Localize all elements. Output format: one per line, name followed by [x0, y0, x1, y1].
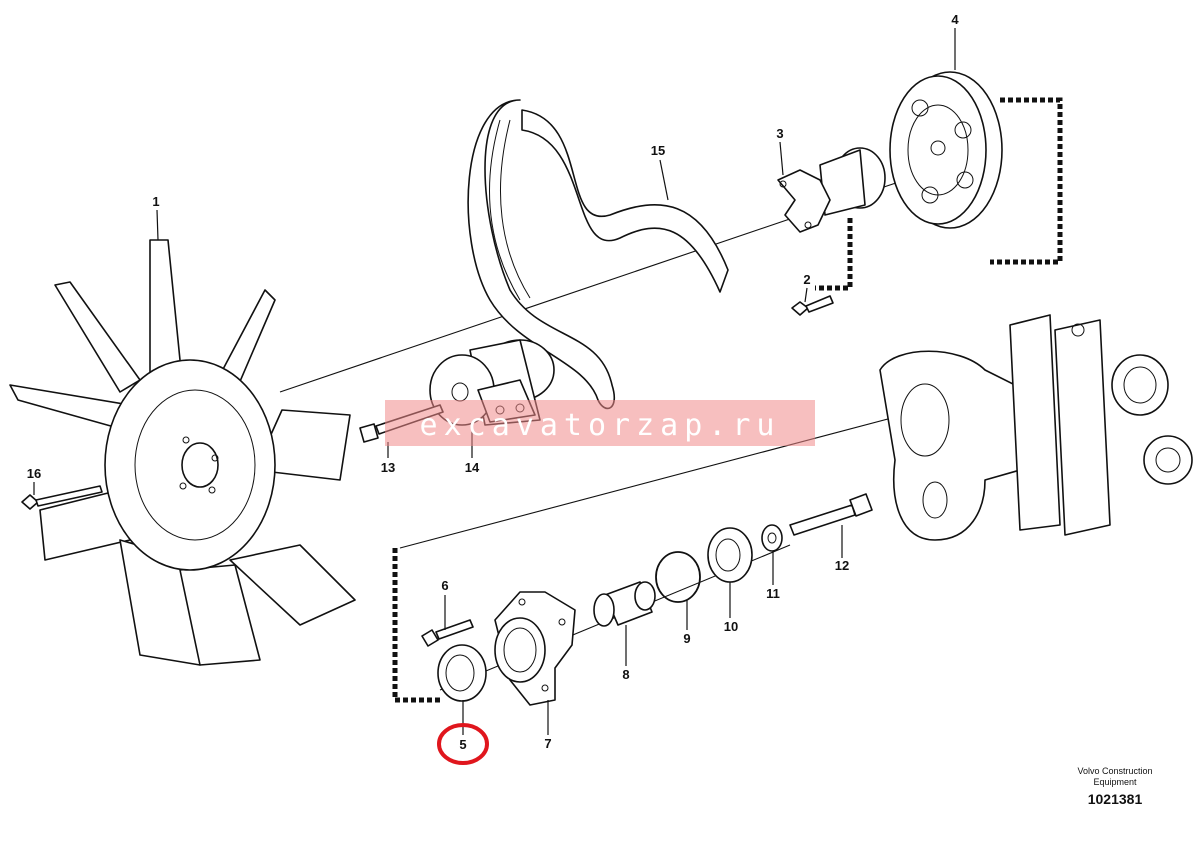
document-info: Volvo Construction Equipment 1021381 — [1077, 766, 1152, 807]
callout-8: 8 — [622, 667, 629, 682]
bearing-housing-7 — [494, 591, 576, 706]
fan — [9, 239, 356, 666]
callout-5: 5 — [459, 737, 466, 752]
callout-16: 16 — [27, 466, 41, 481]
dashed-frame-lines — [392, 97, 1063, 703]
callout-9: 9 — [683, 631, 690, 646]
spacer-sleeve-8 — [593, 581, 656, 627]
manufacturer-line-2: Equipment — [1093, 777, 1137, 787]
callout-7: 7 — [544, 736, 551, 751]
callout-2: 2 — [803, 272, 810, 287]
bearing-10 — [707, 527, 753, 583]
callout-12: 12 — [835, 558, 849, 573]
callout-13: 13 — [381, 460, 395, 475]
document-number: 1021381 — [1088, 791, 1143, 807]
manufacturer-line-1: Volvo Construction — [1077, 766, 1152, 776]
callout-6: 6 — [441, 578, 448, 593]
bolt-12 — [789, 493, 873, 536]
pulley — [889, 71, 1003, 229]
washer-11 — [761, 524, 783, 552]
callout-14: 14 — [465, 460, 480, 475]
screw-16 — [21, 485, 103, 510]
callout-4: 4 — [951, 12, 959, 27]
highlight-ring — [437, 723, 489, 765]
callout-11: 11 — [766, 586, 780, 601]
screw-6 — [421, 619, 474, 647]
mounting-bracket — [879, 314, 1193, 541]
watermark: excavatorzap.ru — [385, 400, 815, 446]
callout-labels: 1 2 3 4 5 6 7 8 9 10 11 12 13 14 15 16 — [27, 12, 960, 752]
callout-10: 10 — [724, 619, 738, 634]
watermark-text: excavatorzap.ru — [420, 408, 781, 443]
snap-ring-9 — [655, 551, 701, 603]
callout-1: 1 — [152, 194, 159, 209]
callout-3: 3 — [776, 126, 783, 141]
screw-2 — [791, 295, 834, 316]
hub — [777, 147, 886, 233]
seal-5 — [437, 644, 487, 702]
callout-15: 15 — [651, 143, 665, 158]
